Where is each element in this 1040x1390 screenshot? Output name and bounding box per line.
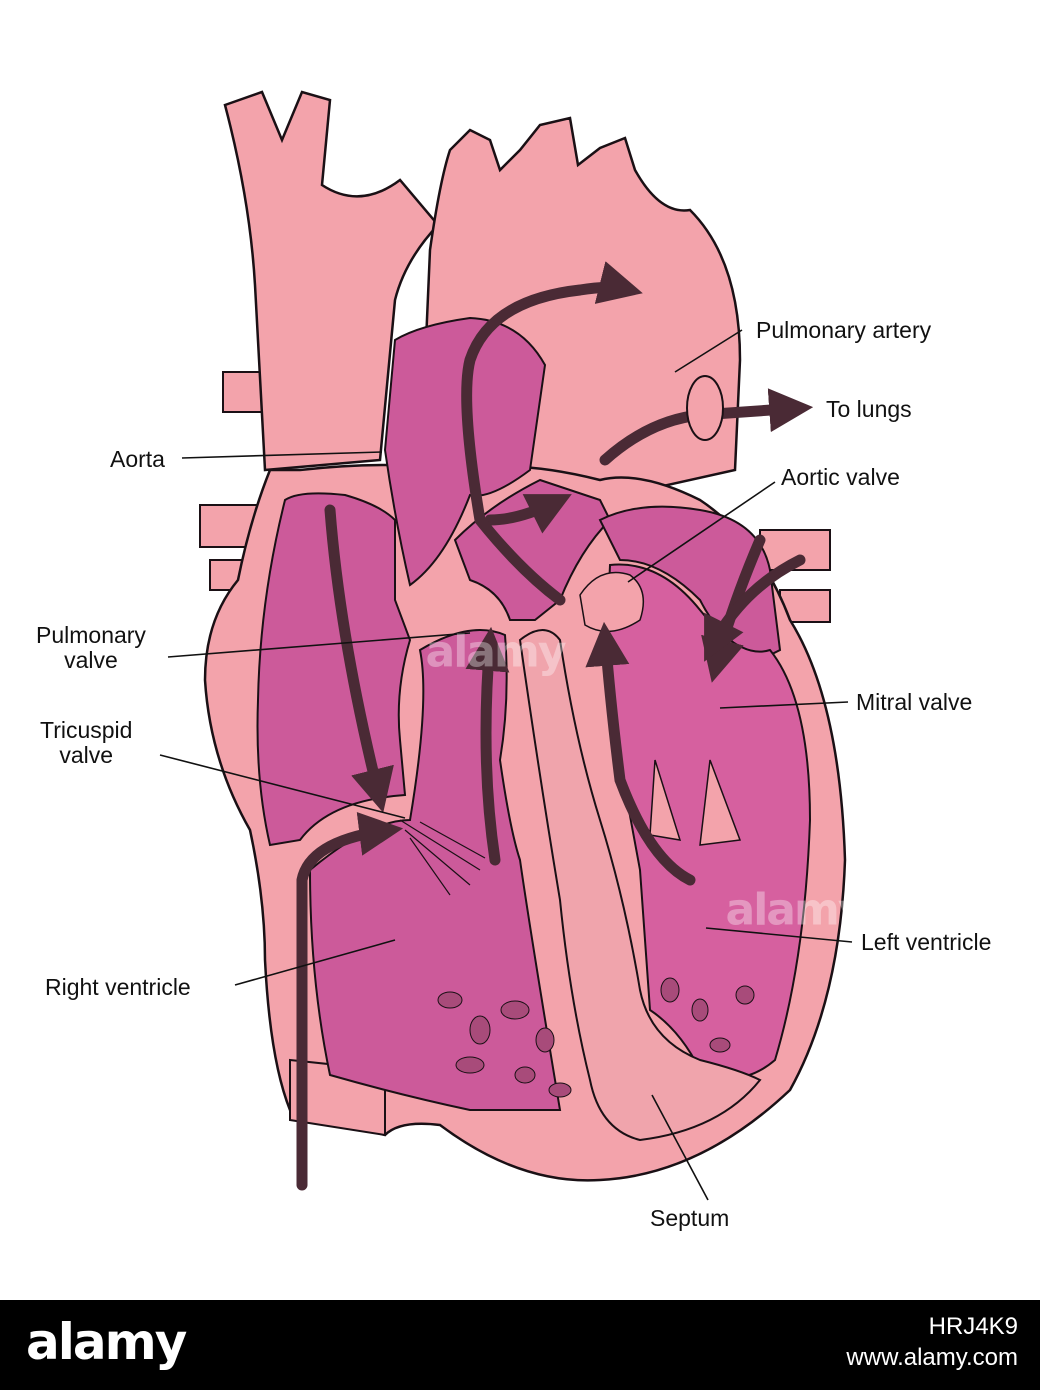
mitral-valve-leaflets	[649, 759, 742, 846]
pulmonary-artery-opening	[686, 375, 724, 441]
heart-illustration	[159, 90, 853, 1201]
label-pulmonary-valve-line2: valve	[64, 647, 118, 673]
label-left-ventricle: Left ventricle	[861, 929, 992, 955]
watermark-text: alamy	[425, 626, 567, 678]
label-pulmonary-artery: Pulmonary artery	[756, 317, 932, 343]
label-septum: Septum	[650, 1205, 730, 1231]
pointer-lines	[159, 329, 853, 1201]
label-tricuspid-valve: Tricuspid valve	[40, 718, 132, 768]
label-pulmonary-valve: Pulmonary valve	[36, 623, 146, 673]
blood-flow-arrows	[296, 261, 814, 1191]
heart-diagram: Pulmonary artery To lungs Aorta Aortic v…	[36, 90, 992, 1231]
label-pulmonary-valve-line1: Pulmonary	[36, 622, 146, 648]
image-meta: HRJ4K9 www.alamy.com	[846, 1312, 1018, 1374]
aortic-arch	[223, 90, 440, 472]
label-aorta: Aorta	[110, 446, 165, 472]
septum-wall	[518, 629, 762, 1142]
stock-footer: alamy HRJ4K9 www.alamy.com	[0, 1300, 1040, 1390]
label-tricuspid-valve-line1: Tricuspid	[40, 717, 133, 743]
label-to-lungs: To lungs	[826, 396, 912, 422]
site-url: www.alamy.com	[846, 1344, 1018, 1371]
label-mitral-valve: Mitral valve	[856, 689, 973, 715]
label-tricuspid-valve-line2: valve	[59, 742, 114, 768]
vessel-stub	[222, 371, 266, 413]
alamy-logo: alamy	[26, 1313, 187, 1371]
right-ventricle-chamber	[308, 629, 562, 1111]
label-right-ventricle: Right ventricle	[45, 974, 191, 1000]
image-code: HRJ4K9	[928, 1313, 1018, 1340]
trabeculae	[437, 977, 755, 1098]
tricuspid-chordae	[399, 819, 486, 896]
label-aortic-valve: Aortic valve	[781, 464, 900, 490]
watermark-text: alamy	[725, 884, 867, 936]
